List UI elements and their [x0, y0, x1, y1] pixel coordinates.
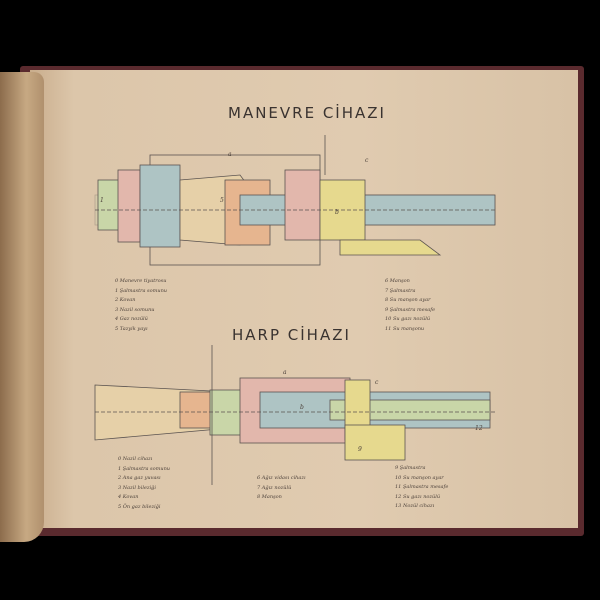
- bottom-legend-left: 0 Nazil cihazı 1 Şalmastra somunu 2 Ana …: [118, 455, 170, 512]
- left-page-edge: [0, 72, 44, 542]
- top-legend-right: 6 Manşon 7 Şalmastra 8 Su manşon ayar 9 …: [385, 277, 435, 334]
- part-label: a: [283, 369, 287, 376]
- top-legend-left: 0 Manevre tiyatrosu 1 Şalmastra somunu 2…: [115, 277, 167, 334]
- part-label: 5: [220, 197, 224, 204]
- bottom-diagram-title: HARP CİHAZI: [232, 326, 351, 344]
- legend-item: 13 Nozül cihazı: [395, 503, 435, 509]
- legend-item: 2 Ana gaz yuvası: [118, 475, 161, 481]
- legend-item: 0 Nazil cihazı: [118, 456, 153, 462]
- war-device-diagram: [94, 345, 495, 485]
- legend-item: 6 Manşon: [385, 278, 410, 284]
- part-label: 12: [475, 425, 483, 432]
- legend-item: 10 Su manşon ayar: [395, 474, 444, 481]
- legend-item: 7 Ağız nozülü: [257, 484, 292, 491]
- legend-item: 12 Su gazı nozülü: [395, 493, 441, 500]
- legend-item: 3 Nazil bileziği: [118, 484, 156, 491]
- legend-item: 6 Ağız vidası cihazı: [257, 475, 306, 481]
- legend-item: 11 Su manşonu: [385, 325, 425, 332]
- part-label: b: [300, 404, 304, 411]
- part-label: b: [335, 209, 339, 216]
- legend-item: 10 Su gazı nozülü: [385, 316, 431, 322]
- top-diagram-title: MANEVRE CİHAZI: [228, 104, 386, 122]
- legend-item: 1 Şalmastra somunu: [118, 465, 171, 472]
- part-label: a: [228, 151, 232, 158]
- legend-item: 4 Kovan: [118, 494, 139, 500]
- bottom-legend-right: 9 Şalmastra 10 Su manşon ayar 11 Şalmast…: [395, 464, 448, 512]
- legend-item: 0 Manevre tiyatrosu: [115, 278, 167, 284]
- part-label: 9: [358, 446, 362, 453]
- maneuver-device-diagram: [94, 135, 496, 266]
- legend-item: 4 Gaz nozülü: [115, 316, 148, 322]
- legend-item: 1 Şalmastra somunu: [115, 287, 168, 294]
- legend-item: 2 Kovan: [115, 297, 136, 303]
- legend-item: 5 Ön gaz bileziği: [118, 503, 161, 510]
- legend-item: 8 Manşon: [257, 494, 282, 500]
- part-label: 1: [100, 197, 104, 204]
- legend-item: 8 Su manşon ayar: [385, 297, 431, 303]
- legend-item: 7 Şalmastra: [385, 287, 416, 294]
- book-page: [30, 70, 578, 528]
- bottom-legend-mid: 6 Ağız vidası cihazı 7 Ağız nozülü 8 Man…: [257, 474, 306, 503]
- part-label: c: [375, 379, 379, 386]
- legend-item: 9 Şalmastra: [395, 465, 426, 471]
- part-label: c: [365, 157, 369, 164]
- legend-item: 5 Tazyik yayı: [115, 325, 148, 332]
- legend-item: 3 Nazil somunu: [115, 306, 155, 313]
- legend-item: 11 Şalmastra mesafe: [395, 484, 449, 490]
- legend-item: 9 Şalmastra mesafe: [385, 306, 436, 313]
